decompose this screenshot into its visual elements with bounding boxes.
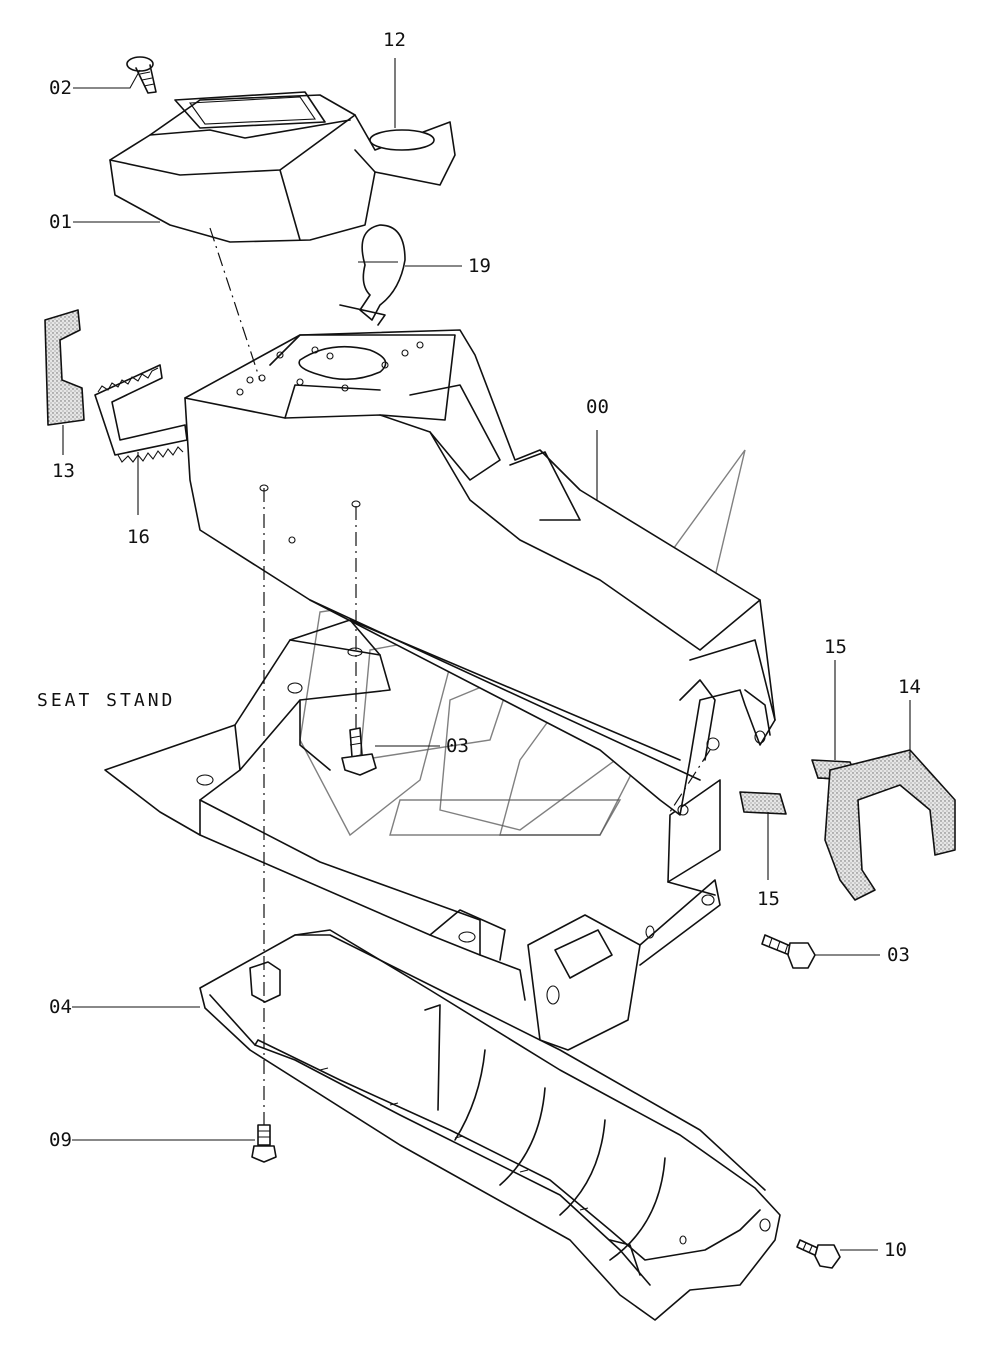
cable-tie-part-19 — [339, 224, 406, 326]
callout-15-lower: 15 — [757, 888, 780, 910]
bolt-part-03-lower — [761, 934, 816, 969]
console-mount-holes — [236, 341, 424, 544]
callout-09: 09 — [49, 1129, 72, 1151]
callout-15-upper: 15 — [824, 636, 847, 658]
bolt-part-03-upper — [341, 727, 377, 776]
screw-part-10 — [796, 1239, 841, 1269]
screw-part-02 — [126, 56, 157, 94]
u-foam-part-14 — [824, 749, 956, 901]
console-part-00 — [184, 329, 776, 816]
mounting-plate — [667, 737, 721, 896]
foam-pad-part-13 — [44, 309, 85, 426]
callout-19: 19 — [468, 255, 491, 277]
cover-part-01 — [109, 91, 456, 243]
callout-00: 00 — [586, 396, 609, 418]
callout-14: 14 — [898, 676, 921, 698]
callout-04: 04 — [49, 996, 72, 1018]
callout-02: 02 — [49, 77, 72, 99]
seat-stand-caption: SEAT STAND — [37, 690, 176, 711]
callout-16: 16 — [127, 526, 150, 548]
screw-part-09 — [251, 1124, 277, 1163]
seal-strip-part-16 — [94, 364, 188, 463]
callout-03-upper: 03 — [446, 735, 469, 757]
callout-03-lower: 03 — [887, 944, 910, 966]
callout-01: 01 — [49, 211, 72, 233]
leader-lines — [62, 58, 911, 1251]
under-cover-part-04 — [199, 929, 781, 1321]
callout-12: 12 — [383, 29, 406, 51]
callout-10: 10 — [884, 1239, 907, 1261]
callout-13: 13 — [52, 460, 75, 482]
assembly-lines — [209, 227, 711, 1125]
seat-bracket — [527, 879, 721, 1051]
pad-part-15-lower — [739, 791, 787, 815]
